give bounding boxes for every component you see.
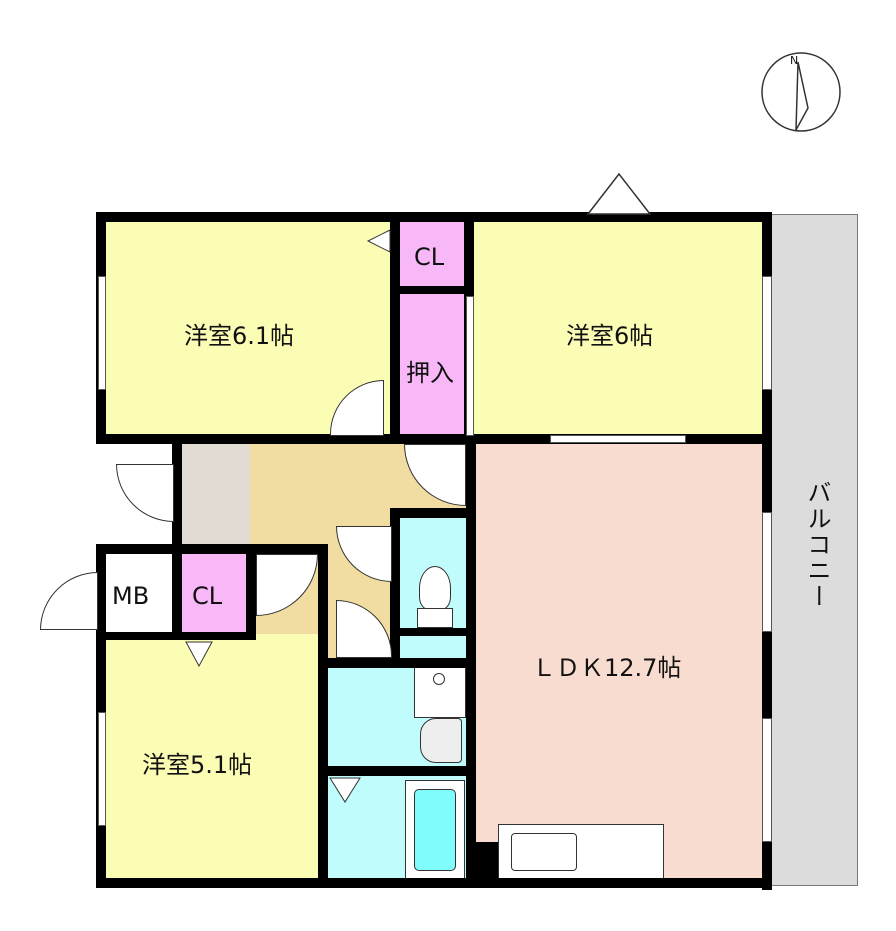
bathtub <box>405 780 465 880</box>
window <box>550 435 686 443</box>
kitchen-counter <box>498 824 664 880</box>
room-western-6 <box>472 214 770 442</box>
closet-marker-icon <box>366 229 391 253</box>
compass-north-label: N <box>790 54 799 67</box>
closet-marker-icon <box>185 641 213 668</box>
label-mb: MB <box>112 582 150 610</box>
balcony <box>770 214 858 886</box>
label-western-6: 洋室6帖 <box>566 322 654 350</box>
label-closet-bottom: CL <box>192 582 223 610</box>
oshiire-closet <box>398 290 472 440</box>
balcony-label: バルコニー <box>803 480 831 610</box>
label-western-5-1: 洋室5.1帖 <box>142 751 253 779</box>
drain-icon <box>433 673 445 685</box>
toilet-tank-icon <box>417 608 453 628</box>
closet-bottom <box>178 548 250 638</box>
label-ldk: ＬＤＫ12.7帖 <box>532 654 682 682</box>
sliding-door[interactable] <box>466 296 474 436</box>
toilet-icon <box>419 566 451 610</box>
label-oshiire: 押入 <box>406 359 454 387</box>
window <box>98 712 106 826</box>
front-door[interactable] <box>116 464 174 522</box>
mb-door[interactable] <box>40 572 98 630</box>
window <box>762 512 772 632</box>
label-closet-top: CL <box>414 243 445 271</box>
bath-door-marker-icon <box>329 777 361 803</box>
north-compass-icon <box>761 52 841 132</box>
window <box>762 276 772 390</box>
window <box>98 276 106 390</box>
room-ldk <box>472 442 770 886</box>
kitchen-sink-icon <box>511 833 577 871</box>
entrance <box>175 442 250 548</box>
mb-space <box>98 548 178 634</box>
entry-arrow-icon <box>586 172 652 215</box>
room-western-5-1 <box>98 634 322 886</box>
closet-top <box>398 214 472 290</box>
washbasin-icon <box>420 718 462 763</box>
window <box>762 718 772 842</box>
washing-machine-space <box>414 666 466 718</box>
bathtub-basin-icon <box>414 789 456 871</box>
label-western-6-1: 洋室6.1帖 <box>184 322 295 350</box>
